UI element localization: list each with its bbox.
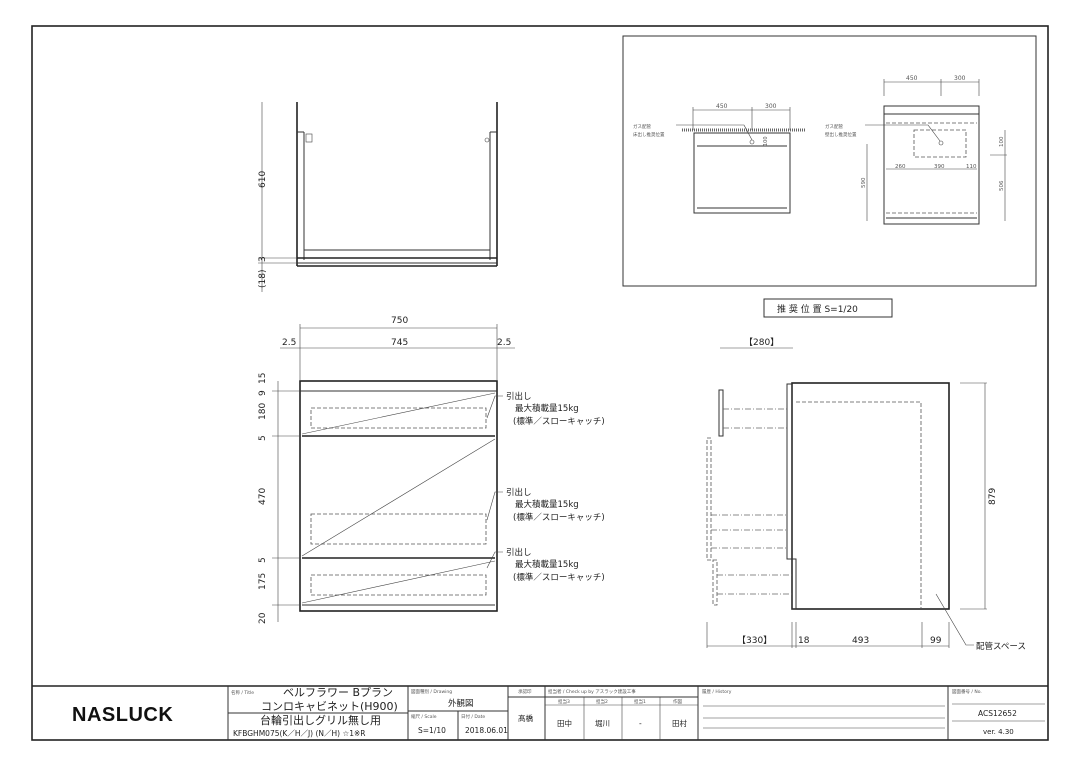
drawer-note: (標準／スローキャッチ) (513, 572, 605, 583)
dim-330: 【330】 (737, 635, 772, 646)
drawer-load: 最大積載量15kg (515, 403, 579, 414)
dim-left-7: 20 (258, 612, 268, 624)
gas-pipe-label: ガス配管 (825, 123, 843, 130)
dim-879: 879 (988, 488, 998, 505)
check-label: 担当者 / Check up by アスラック建設工事 (548, 688, 636, 695)
dim-left-1: 9 (258, 390, 268, 396)
scale-label: 縮尺 / Scale (411, 713, 437, 720)
pipe-space-label: 配管スペース (976, 641, 1026, 652)
dim-left-2: 180 (258, 403, 268, 420)
check-name-4: 田村 (672, 718, 687, 728)
dim-18-side: 18 (798, 636, 810, 646)
title-line-1: ベルフラワー Bプラン (283, 686, 393, 699)
title-line-3: 台輪引出しグリル無し用 (260, 713, 381, 727)
dim-610: 610 (258, 171, 268, 188)
approver-name: 髙橋 (518, 713, 533, 723)
dim-493: 493 (852, 636, 869, 646)
dim-110: 110 (966, 164, 977, 170)
dim-2-5-right: 2.5 (497, 338, 511, 348)
check-header-1: 担当3 (558, 698, 570, 705)
dim-left-5: 5 (258, 557, 268, 563)
check-header-4: 作図 (673, 698, 682, 705)
date-value: 2018.06.01 (465, 726, 508, 735)
dim-2-5-left: 2.5 (282, 338, 296, 348)
drawer-note: (標準／スローキャッチ) (513, 512, 605, 523)
dim-left-4: 470 (258, 488, 268, 505)
dim-100: 100 (999, 136, 1005, 147)
title-block: NASLUCK 名称 / Title ベルフラワー Bプラン コンロキャビネット… (32, 685, 1048, 740)
nasluck-logo: NASLUCK (72, 704, 173, 726)
sheet-border (31, 25, 1049, 741)
recommend-caption-box (763, 298, 893, 318)
drawer-load: 最大積載量15kg (515, 499, 579, 510)
title-line-2: コンロキャビネット(H900) (261, 700, 398, 713)
drawer-title: 引出し (506, 391, 532, 402)
drawer-note: (標準／スローキャッチ) (513, 416, 605, 427)
version: ver. 4.30 (983, 728, 1014, 736)
drawer-note-3: 引出し 最大積載量15kg (標準／スローキャッチ) (486, 547, 605, 583)
drawing-label: 図面種別 / Drawing (411, 688, 452, 695)
dim-99: 99 (930, 636, 942, 646)
dim-280: 【280】 (744, 337, 779, 348)
dim-390: 390 (934, 164, 945, 170)
dim-left-0: 15 (258, 373, 268, 384)
drawing-type: 外観図 (448, 698, 474, 709)
check-name-2: 堀川 (595, 719, 610, 728)
check-name-1: 田中 (557, 718, 572, 728)
check-header-2: 担当2 (596, 698, 608, 705)
dim-450: 450 (906, 75, 918, 82)
floor-outlet-view: 450 300 100 ガス配管 床出し推奨位置 (633, 103, 805, 214)
approval-label: 承認印 (518, 688, 532, 695)
check-name-3: - (639, 719, 642, 728)
recommend-panel: 450 300 100 ガス配管 床出し推奨位置 450 300 260 390… (622, 35, 1037, 287)
check-header-3: 担当1 (634, 698, 646, 705)
drawer-title: 引出し (506, 487, 532, 498)
floor-outlet-label: 床出し推奨位置 (633, 131, 665, 138)
dim-260: 260 (895, 164, 906, 170)
scale-value: S=1/10 (418, 726, 446, 735)
dim-750: 750 (391, 316, 408, 326)
left-dimensions: 15 9 180 5 470 5 175 20 (258, 373, 300, 624)
front-view: 750 745 2.5 2.5 15 9 180 5 470 5 175 20 (258, 316, 605, 624)
side-view: 【280】 879 【330】 18 493 99 配管スペース (706, 337, 1026, 652)
dim-590: 590 (861, 177, 867, 188)
drawer-load: 最大積載量15kg (515, 559, 579, 570)
dim-100: 100 (763, 136, 769, 146)
model-number: KFBGHM075(K／H／J) (N／H) ☆1※R (233, 729, 365, 738)
dim-300: 300 (765, 103, 777, 110)
dim-506: 506 (999, 180, 1005, 191)
dim-left-6: 175 (258, 573, 268, 590)
recommend-caption: 推 奨 位 置 S=1/20 (777, 303, 858, 315)
wall-outlet-label: 壁出し推奨位置 (825, 131, 857, 138)
dim-745: 745 (391, 338, 408, 348)
history-label: 履歴 / History (702, 689, 732, 695)
drawer-note-2: 引出し 最大積載量15kg (標準／スローキャッチ) (486, 487, 605, 523)
drawing-number: ACS12652 (978, 709, 1017, 718)
gas-pipe-label: ガス配管 (633, 123, 651, 130)
number-label: 図面番号 / No. (952, 688, 982, 695)
drawer-note-1: 引出し 最大積載量15kg (標準／スローキャッチ) (486, 391, 605, 427)
dim-450: 450 (716, 103, 728, 110)
top-view: 610 3 (18) (258, 102, 498, 292)
dim-300: 300 (954, 75, 966, 82)
drawer-title: 引出し (506, 547, 532, 558)
dim-left-3: 5 (258, 435, 268, 441)
title-label: 名称 / Title (231, 689, 254, 696)
dim-18: (18) (258, 270, 268, 288)
dim-3: 3 (258, 256, 268, 262)
wall-outlet-view: 450 300 260 390 110 590 100 506 ガス配管 壁出し… (825, 75, 1007, 225)
date-label: 日付 / Date (461, 713, 485, 720)
